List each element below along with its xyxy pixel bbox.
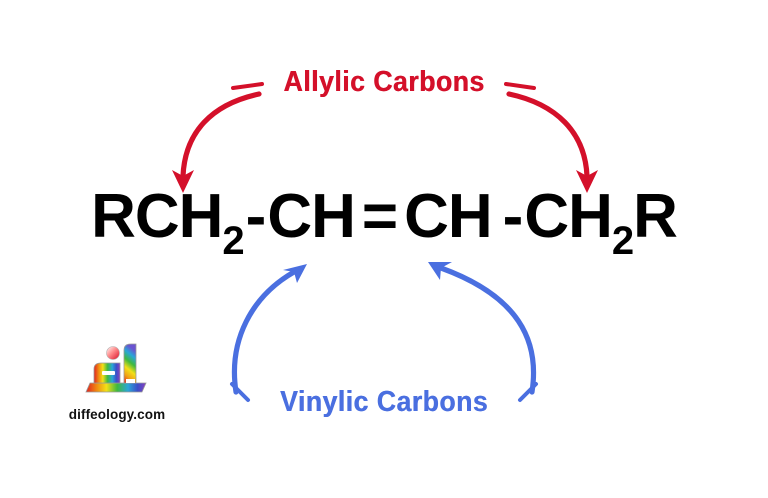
allylic-arrow-right-head — [576, 170, 598, 193]
allylic-carbons-label: Allylic Carbons — [283, 66, 485, 98]
formula-left-single-bond: - — [245, 182, 267, 251]
formula-right-ch: CH — [404, 182, 493, 251]
logo-bowl-slot — [102, 371, 115, 375]
vinylic-arrow-left-shaft — [231, 269, 297, 395]
formula-double-bond: = — [361, 182, 398, 251]
brand-logo-block: diffeology.com — [57, 336, 177, 422]
allylic-label-connector-left — [231, 82, 264, 90]
formula-right-single-bond: - — [502, 182, 524, 251]
rainbow-d-logo-icon — [85, 343, 147, 393]
vinylic-arrow-right-head — [428, 262, 452, 280]
brand-caption: diffeology.com — [68, 407, 166, 422]
formula-right-r: R — [633, 182, 678, 251]
formula-right-subscript: 2 — [611, 219, 634, 263]
formula-left-ch: CH — [267, 182, 356, 251]
allylic-arrow-left-head — [172, 170, 194, 193]
formula-right-ch2: CH — [524, 182, 613, 251]
vinylic-arrow-right-shaft — [438, 265, 537, 395]
vinylic-carbons-label: Vinylic Carbons — [279, 386, 489, 418]
vinylic-arrow-left-head — [283, 264, 307, 283]
allylic-arrow-right-shaft — [506, 91, 590, 179]
logo-stem-notch — [126, 379, 135, 383]
logo-sphere — [106, 346, 120, 360]
logo-base — [85, 382, 147, 393]
chemical-formula: RCH2-CH=CH-CH2R — [0, 182, 768, 262]
allylic-label-connector-right — [504, 82, 536, 90]
formula-left-subscript: 2 — [222, 219, 244, 263]
allylic-arrow-left-shaft — [180, 91, 262, 179]
logo-stem — [123, 343, 137, 384]
formula-left-alkyl: RCH — [91, 182, 223, 251]
